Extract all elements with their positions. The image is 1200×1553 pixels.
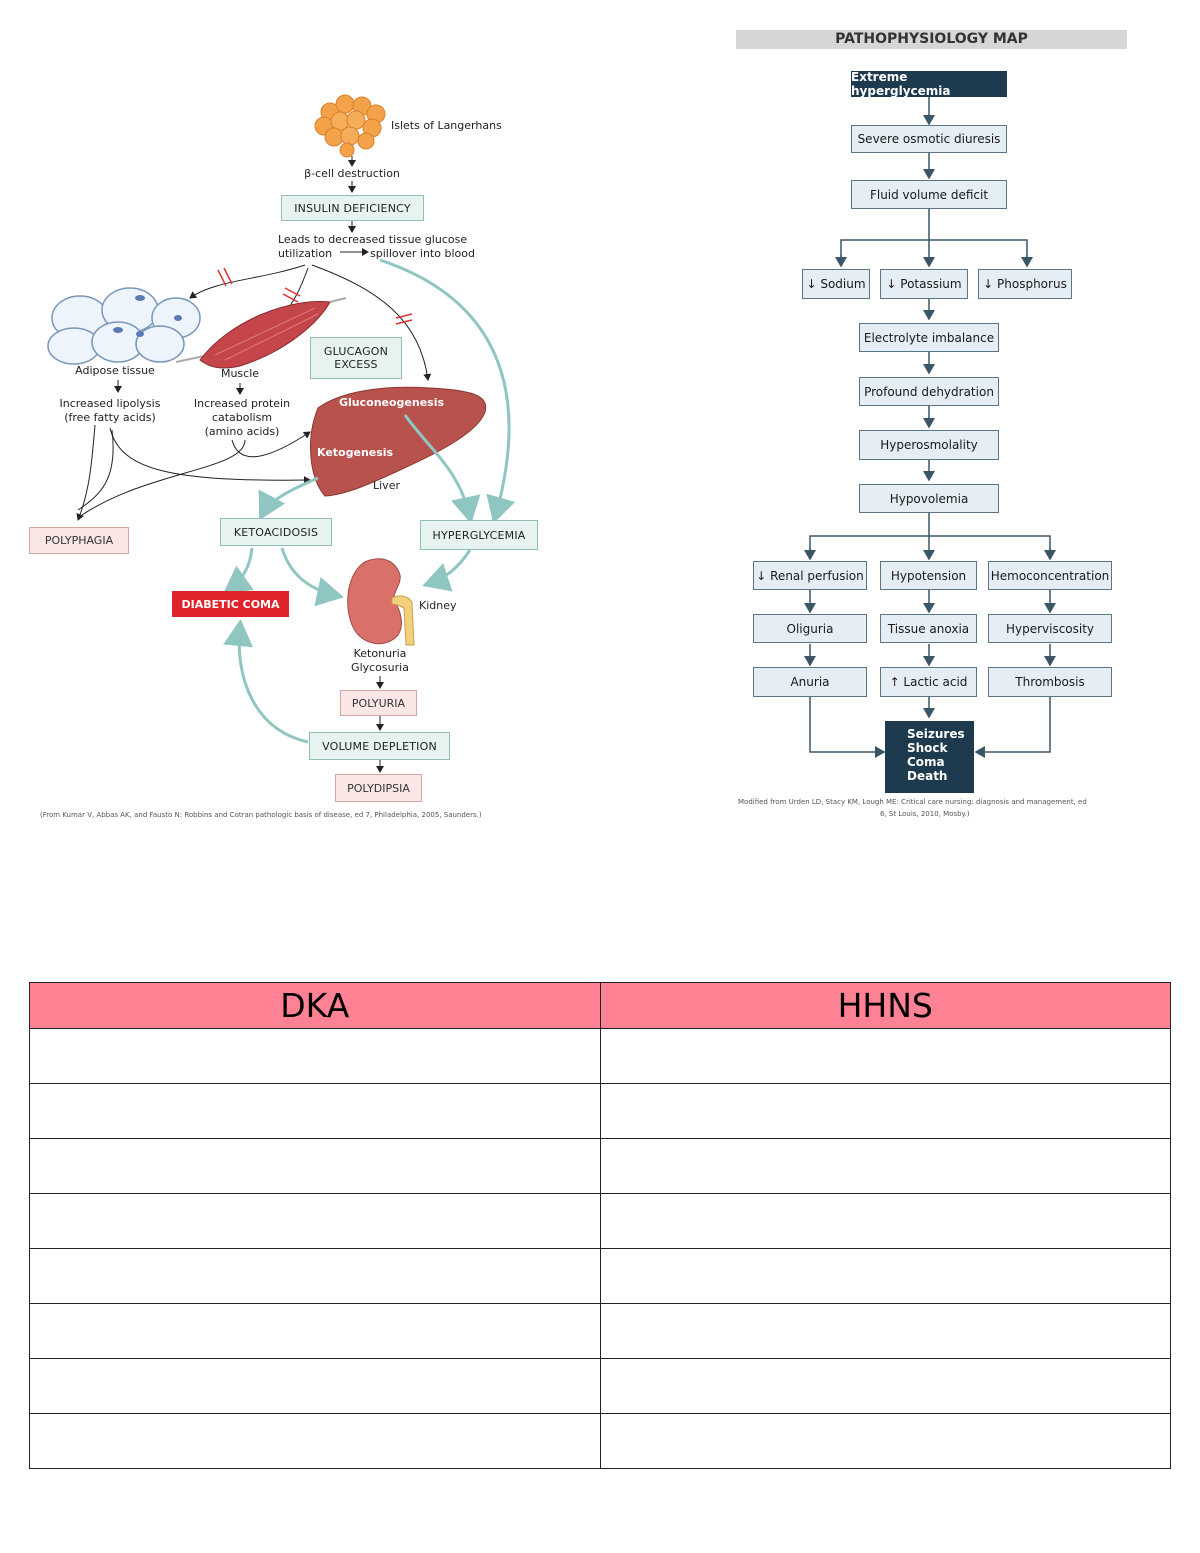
left-diagram-graphics bbox=[47, 94, 516, 773]
polyphagia-box: POLYPHAGIA bbox=[29, 527, 129, 554]
gluconeogenesis-label: Gluconeogenesis bbox=[339, 396, 445, 409]
dka-cell[interactable] bbox=[29, 1248, 601, 1304]
map-title: PATHOPHYSIOLOGY MAP bbox=[736, 30, 1127, 49]
diabetic-coma-box: DIABETIC COMA bbox=[172, 591, 289, 617]
beta-cell-label: β-cell destruction bbox=[304, 167, 400, 180]
sodium-box: ↓ Sodium bbox=[802, 269, 870, 299]
outcome-seizures: Seizures bbox=[907, 727, 965, 741]
hyperosmolality-box: Hyperosmolality bbox=[859, 430, 999, 460]
adipose-label: Adipose tissue bbox=[75, 364, 155, 377]
tissue-anoxia-box: Tissue anoxia bbox=[880, 614, 977, 643]
hhns-cell[interactable] bbox=[599, 1193, 1171, 1249]
ketoacidosis-box: KETOACIDOSIS bbox=[220, 518, 332, 546]
protein-line1: Increased protein bbox=[193, 397, 291, 410]
hhns-cell[interactable] bbox=[599, 1028, 1171, 1084]
header-hhns: HHNS bbox=[599, 982, 1171, 1029]
hypotension-box: Hypotension bbox=[880, 561, 977, 590]
leads-line2b: spillover into blood bbox=[370, 247, 475, 260]
dka-cell[interactable] bbox=[29, 1083, 601, 1139]
table-row bbox=[29, 1358, 1171, 1414]
thrombosis-box: Thrombosis bbox=[988, 667, 1112, 697]
potassium-box: ↓ Potassium bbox=[880, 269, 968, 299]
dka-cell[interactable] bbox=[29, 1413, 601, 1469]
islets-label: Islets of Langerhans bbox=[391, 119, 502, 132]
ketogenesis-label: Ketogenesis bbox=[317, 446, 394, 459]
map-citation-line2: 6, St Louis, 2010, Mosby.) bbox=[880, 810, 970, 818]
final-outcomes-box: Seizures Shock Coma Death bbox=[885, 721, 974, 793]
table-header-row: DKA HHNS bbox=[29, 982, 1171, 1029]
fluid-volume-deficit-box: Fluid volume deficit bbox=[851, 180, 1007, 209]
outcome-coma: Coma bbox=[907, 755, 945, 769]
anuria-box: Anuria bbox=[753, 667, 867, 697]
left-diagram-citation: (From Kumar V, Abbas AK, and Fausto N: R… bbox=[40, 811, 482, 819]
ketonuria-label: Ketonuria bbox=[353, 647, 407, 660]
glucagon-excess-box: GLUCAGON EXCESS bbox=[310, 337, 402, 379]
leads-line1: Leads to decreased tissue glucose bbox=[278, 233, 468, 246]
hhns-cell[interactable] bbox=[599, 1303, 1171, 1359]
table-row bbox=[29, 1138, 1171, 1194]
outcome-shock: Shock bbox=[907, 741, 948, 755]
hhns-cell[interactable] bbox=[599, 1248, 1171, 1304]
renal-perfusion-box: ↓ Renal perfusion bbox=[753, 561, 867, 590]
muscle-label: Muscle bbox=[220, 367, 260, 380]
hhns-cell[interactable] bbox=[599, 1138, 1171, 1194]
profound-dehydration-box: Profound dehydration bbox=[859, 377, 999, 406]
dka-cell[interactable] bbox=[29, 1358, 601, 1414]
lipolysis-line1: Increased lipolysis bbox=[59, 397, 161, 410]
hyperglycemia-box: HYPERGLYCEMIA bbox=[420, 520, 538, 550]
outcome-death: Death bbox=[907, 769, 948, 783]
muscle-icon bbox=[175, 297, 347, 369]
hhns-cell[interactable] bbox=[599, 1083, 1171, 1139]
electrolyte-imbalance-box: Electrolyte imbalance bbox=[859, 323, 999, 352]
protein-line2: catabolism bbox=[211, 411, 273, 424]
oliguria-box: Oliguria bbox=[753, 614, 867, 643]
table-row bbox=[29, 1248, 1171, 1304]
dka-cell[interactable] bbox=[29, 1028, 601, 1084]
kidney-icon bbox=[347, 558, 415, 646]
adipose-tissue-icon bbox=[47, 287, 201, 365]
hhns-cell[interactable] bbox=[599, 1358, 1171, 1414]
leads-line2a: utilization bbox=[278, 247, 333, 260]
table-row bbox=[29, 1193, 1171, 1249]
polydipsia-box: POLYDIPSIA bbox=[335, 774, 422, 802]
lipolysis-line2: (free fatty acids) bbox=[64, 411, 156, 424]
protein-line3: (amino acids) bbox=[204, 425, 280, 438]
map-citation-line1: Modified from Urden LD, Stacy KM, Lough … bbox=[738, 798, 1087, 806]
extreme-hyperglycemia-box: Extreme hyperglycemia bbox=[851, 70, 1007, 98]
dka-cell[interactable] bbox=[29, 1193, 601, 1249]
table-row bbox=[29, 1413, 1171, 1469]
table-row bbox=[29, 1083, 1171, 1139]
volume-depletion-box: VOLUME DEPLETION bbox=[309, 732, 450, 760]
map-arrows bbox=[804, 97, 1056, 758]
insulin-deficiency-box: INSULIN DEFICIENCY bbox=[281, 195, 424, 221]
phosphorus-box: ↓ Phosphorus bbox=[978, 269, 1072, 299]
osmotic-diuresis-box: Severe osmotic diuresis bbox=[851, 125, 1007, 153]
hhns-cell[interactable] bbox=[599, 1413, 1171, 1469]
dka-cell[interactable] bbox=[29, 1138, 601, 1194]
hypovolemia-box: Hypovolemia bbox=[859, 484, 999, 513]
hyperviscosity-box: Hyperviscosity bbox=[988, 614, 1112, 643]
polyuria-box: POLYURIA bbox=[340, 690, 417, 716]
kidney-label: Kidney bbox=[419, 599, 457, 612]
glucagon-line2: EXCESS bbox=[334, 358, 378, 371]
dka-cell[interactable] bbox=[29, 1303, 601, 1359]
table-row bbox=[29, 1028, 1171, 1084]
liver-icon bbox=[310, 386, 487, 497]
table-row bbox=[29, 1303, 1171, 1359]
hemoconcentration-box: Hemoconcentration bbox=[988, 561, 1112, 590]
liver-label: Liver bbox=[373, 479, 400, 492]
glycosuria-label: Glycosuria bbox=[351, 661, 409, 674]
glucagon-line1: GLUCAGON bbox=[323, 345, 389, 358]
comparison-table: DKA HHNS bbox=[29, 982, 1171, 1469]
islets-cluster-icon bbox=[314, 94, 386, 158]
lactic-acid-box: ↑ Lactic acid bbox=[880, 667, 977, 697]
header-dka: DKA bbox=[29, 982, 601, 1029]
